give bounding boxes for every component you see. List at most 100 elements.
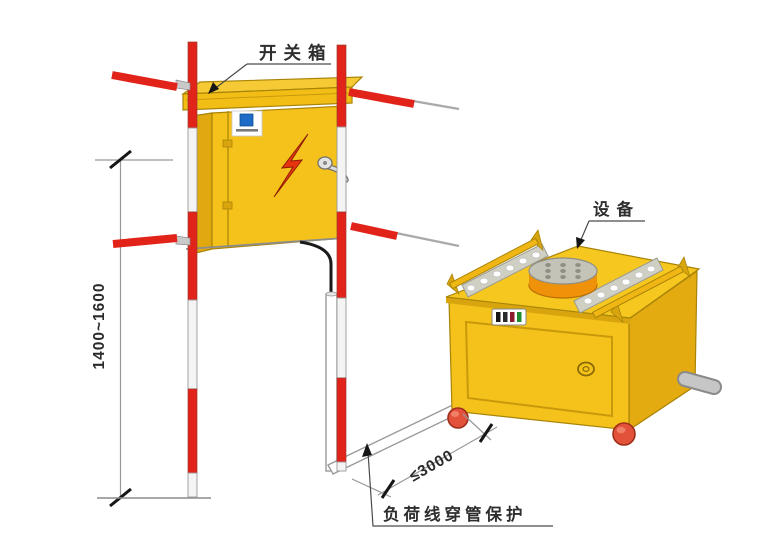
cabinet-lid-fascia — [182, 86, 353, 111]
strip-hole — [621, 278, 631, 286]
button-black — [496, 312, 501, 322]
sticker-text-line — [236, 129, 258, 132]
crossbar-pipe-end — [412, 99, 460, 111]
stop-rail-right — [591, 256, 691, 324]
strip-hole — [583, 297, 593, 305]
load-line-label-text: 负荷线穿管保护 — [383, 504, 527, 524]
switch-box-label: 开关箱 — [208, 43, 333, 94]
logo-blue-square-icon — [239, 113, 254, 127]
crossbar-clamp — [175, 235, 191, 246]
rear-roller — [679, 373, 720, 393]
pole-segment — [187, 127, 198, 213]
height-dimension-text: 1400~1600 — [91, 282, 108, 369]
conduit-opening — [325, 291, 338, 297]
crossbar-top-left — [111, 71, 178, 91]
stop-rail-left — [446, 229, 544, 296]
pole-segment — [336, 297, 347, 379]
switch-box — [180, 76, 364, 299]
disc-hole — [575, 275, 581, 279]
strip-hole — [492, 270, 502, 278]
lightning-bolt-icon — [273, 133, 309, 198]
pole-segment — [187, 211, 198, 301]
pole-segment — [187, 472, 198, 498]
rail-bar — [591, 265, 685, 319]
pole-segment — [336, 211, 347, 299]
rail-gusset — [677, 256, 691, 279]
label-leader-line — [579, 220, 590, 243]
padlock-keyhole — [323, 161, 327, 165]
equipment-label-text: 设备 — [593, 199, 640, 219]
perforated-strip-right — [573, 257, 664, 314]
pole-segment — [336, 126, 347, 213]
strip-hole — [596, 291, 606, 299]
label-leader-line — [212, 63, 248, 91]
wheel-highlight — [451, 411, 459, 417]
perforated-strip-left — [461, 243, 549, 298]
dim-tick-left — [380, 479, 396, 499]
tabletop-front-rim — [446, 297, 630, 324]
strip-hole — [646, 265, 656, 273]
wheel-front-left — [447, 407, 469, 429]
pole-left — [187, 41, 198, 498]
crossbar-pipe-end — [395, 231, 460, 248]
leader-arrowhead-icon — [208, 82, 219, 94]
wheel-highlight — [616, 426, 626, 434]
strip-hole — [609, 284, 619, 292]
disc-hole — [575, 263, 581, 267]
door-knob-center — [582, 366, 590, 373]
strip-hole — [505, 264, 515, 272]
button-black — [503, 312, 508, 322]
pole-right — [336, 44, 347, 472]
protective-conduit — [325, 291, 467, 475]
crossbar-top-right — [348, 88, 415, 108]
bending-disc — [528, 257, 598, 299]
pole-segment — [336, 44, 347, 128]
rail-bar — [448, 237, 540, 290]
cabinet-bottom-edge — [185, 237, 346, 250]
dim-extension-right — [462, 413, 492, 441]
strip-hole — [466, 284, 476, 292]
label-leader-line — [367, 451, 553, 527]
crossbar-mid-left — [112, 234, 178, 248]
pole-segment — [336, 461, 347, 472]
wheel-front-right — [612, 422, 636, 446]
disc-hole — [560, 275, 566, 279]
disc-hole — [575, 269, 581, 273]
load-line-label: 负荷线穿管保护 — [362, 443, 553, 527]
strip-hole — [518, 257, 528, 265]
button-green — [517, 312, 522, 322]
control-panel — [491, 308, 527, 326]
equipment-machine — [445, 229, 722, 446]
load-cable — [299, 240, 333, 299]
lid-molding-line — [185, 92, 351, 101]
button-red — [510, 312, 515, 322]
dim-tick-top — [109, 149, 132, 170]
disc-hole — [560, 263, 566, 267]
door-knob — [577, 361, 595, 377]
pole-segment — [187, 299, 198, 390]
safety-poles — [111, 41, 460, 498]
switch-box-label-text: 开关箱 — [259, 43, 333, 63]
strip-plate — [573, 257, 664, 314]
distance-dimension-text: ≤3000 — [407, 447, 457, 485]
leader-arrowhead-icon — [576, 237, 585, 249]
front-panel-inset — [464, 320, 613, 418]
disc-hole — [545, 275, 551, 279]
disc-hole — [545, 269, 551, 273]
dim-tick-right — [478, 423, 494, 443]
dim-line-diagonal — [377, 426, 498, 496]
strip-hole — [531, 251, 541, 259]
strip-hole — [634, 271, 644, 279]
leader-arrowhead-icon — [362, 443, 372, 457]
door-hinge — [222, 201, 233, 210]
equipment-label: 设备 — [576, 199, 645, 249]
disc-hole — [560, 269, 566, 273]
brand-logo-sticker — [231, 110, 263, 137]
pole-segment — [187, 388, 198, 474]
pole-segment — [336, 377, 347, 463]
height-dimension: 1400~1600 — [91, 149, 173, 508]
conduit-vertical-pipe — [325, 293, 338, 472]
strip-hole — [479, 277, 489, 285]
